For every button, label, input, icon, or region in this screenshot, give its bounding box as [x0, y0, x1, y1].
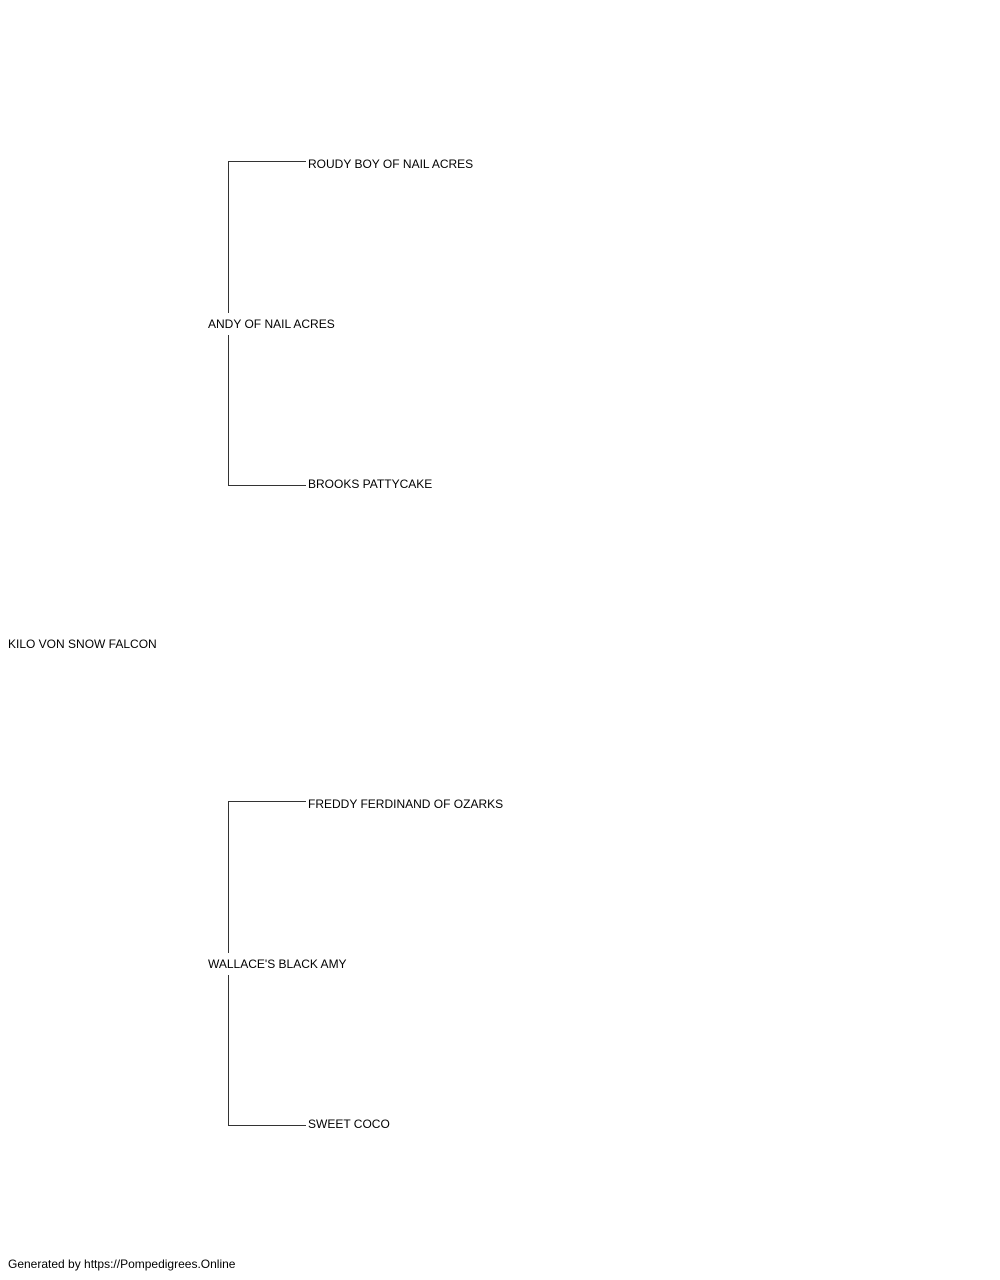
dam-name: WALLACE'S BLACK AMY	[208, 953, 347, 975]
sire-name: ANDY OF NAIL ACRES	[208, 313, 335, 335]
dam-dam-name: SWEET COCO	[308, 1117, 390, 1131]
dam-sire-name: FREDDY FERDINAND OF OZARKS	[308, 797, 504, 811]
generated-by-footer: Generated by https://Pompedigrees.Online	[8, 1257, 236, 1271]
sire-sire-name: ROUDY BOY OF NAIL ACRES	[308, 157, 474, 171]
subject-dog-name: KILO VON SNOW FALCON	[8, 637, 157, 651]
sire-dam-name: BROOKS PATTYCAKE	[308, 477, 433, 491]
